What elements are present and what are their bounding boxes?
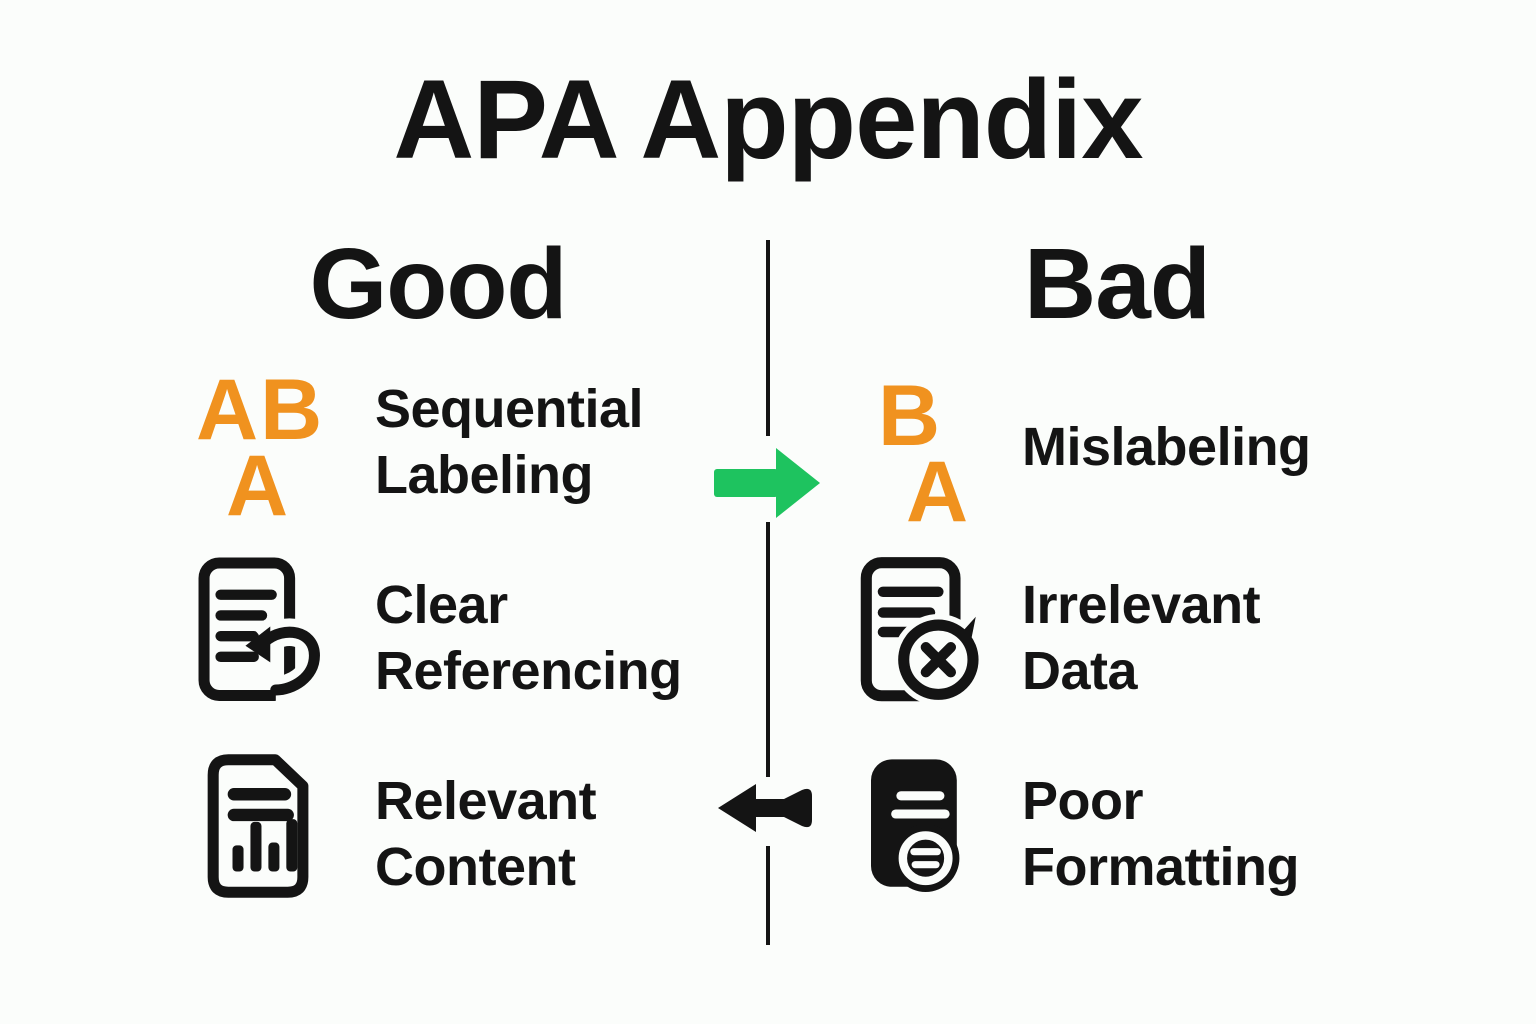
- document-solid-icon: [858, 748, 988, 906]
- bad-column-header: Bad: [1024, 228, 1211, 340]
- letters-line-2: A: [906, 444, 971, 540]
- label-line-1: Poor: [1022, 771, 1144, 831]
- black-left-arrow-icon: [716, 782, 818, 834]
- document-crossed-icon: [852, 553, 997, 711]
- clear-referencing-label: Clear Referencing: [375, 572, 682, 704]
- label-line-1: Irrelevant: [1022, 575, 1261, 635]
- label-line-2: Labeling: [375, 445, 594, 505]
- sequential-labeling-label: Sequential Labeling: [375, 376, 644, 508]
- sequential-letters-glyph: AB A: [196, 362, 325, 534]
- label-line-1: Mislabeling: [1022, 417, 1311, 477]
- relevant-content-label: Relevant Content: [375, 768, 597, 900]
- column-divider-top-segment: [766, 240, 770, 436]
- page-title: APA Appendix: [393, 57, 1143, 182]
- letters-line-1: B: [878, 368, 943, 464]
- label-line-1: Clear: [375, 575, 508, 635]
- column-divider-middle-segment: [766, 522, 770, 777]
- poor-formatting-label: Poor Formatting: [1022, 768, 1299, 900]
- label-line-2: Data: [1022, 641, 1138, 701]
- document-chart-icon: [198, 750, 336, 902]
- green-right-arrow-icon: [714, 446, 822, 520]
- label-line-1: Sequential: [375, 379, 644, 439]
- good-column-header: Good: [309, 228, 567, 340]
- mislabeled-letters-glyph: B A: [878, 368, 971, 540]
- letters-line-2: A: [226, 438, 291, 534]
- label-line-2: Content: [375, 837, 576, 897]
- mislabeling-label: Mislabeling: [1022, 414, 1311, 480]
- column-divider-bottom-segment: [766, 846, 770, 945]
- label-line-2: Referencing: [375, 641, 682, 701]
- label-line-1: Relevant: [375, 771, 597, 831]
- irrelevant-data-label: Irrelevant Data: [1022, 572, 1261, 704]
- label-line-2: Formatting: [1022, 837, 1299, 897]
- letters-line-1: AB: [196, 362, 325, 458]
- document-reference-icon: [193, 553, 331, 711]
